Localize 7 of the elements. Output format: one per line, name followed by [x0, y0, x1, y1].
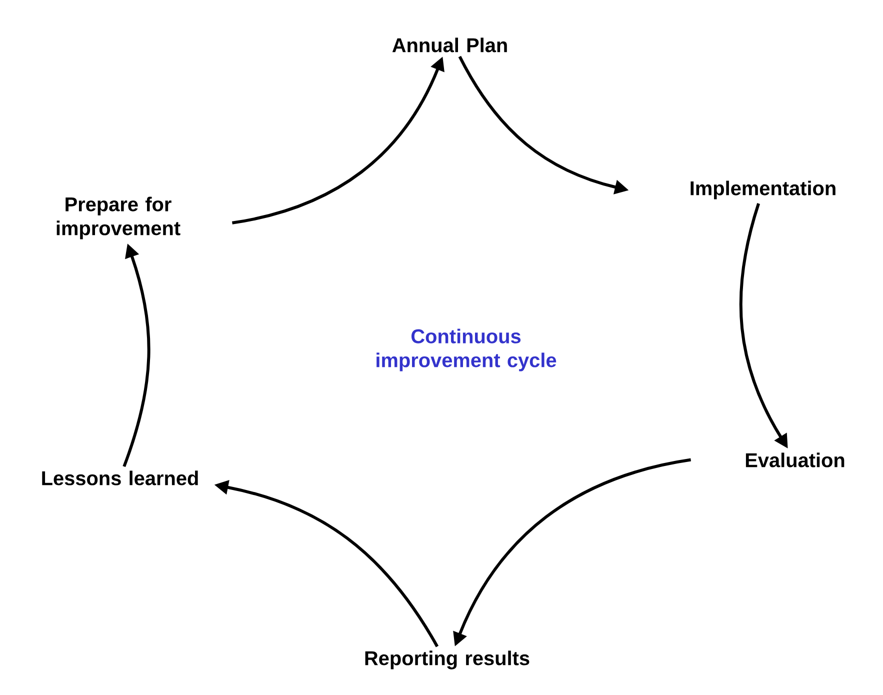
step-label: Evaluation	[746, 452, 844, 468]
step-label: Reporting results	[365, 650, 530, 670]
step-label: Implementation	[690, 180, 836, 200]
step-label: Annual Plan	[392, 38, 507, 52]
center-label: Continuous improvement cycle	[376, 328, 556, 372]
step-label: Prepare for improvement	[56, 196, 180, 240]
step-label: Lessons learned	[42, 470, 198, 486]
